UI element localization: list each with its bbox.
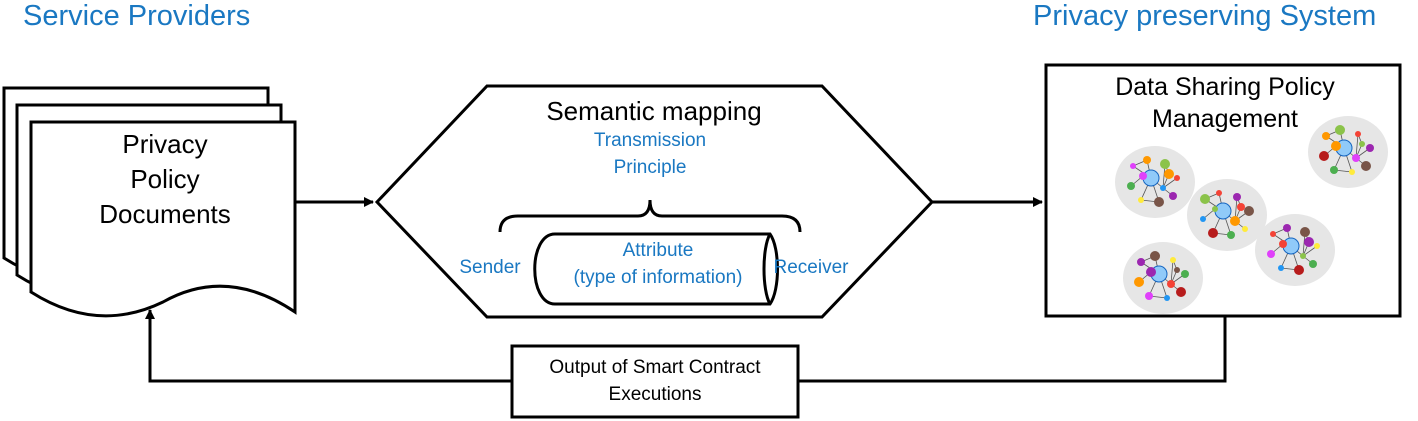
transmission-principle-line-2: Principle — [614, 157, 687, 178]
principle-brace — [498, 199, 802, 233]
cylinder-inner-curve — [762, 233, 772, 305]
network-graph-icon — [1123, 242, 1203, 314]
network-graph-icon — [1187, 179, 1267, 251]
document-sheet-front — [29, 120, 297, 318]
policy-management-title-line-1: Data Sharing Policy — [1115, 73, 1335, 101]
attribute-cylinder — [533, 232, 779, 306]
policy-management-title-line-2: Management — [1152, 105, 1298, 133]
sender-label: Sender — [459, 257, 521, 278]
attribute-line-1: Attribute — [623, 240, 694, 261]
documents-label-line-3: Documents — [99, 199, 231, 229]
smart-contract-output-line-2: Executions — [609, 384, 702, 405]
service-providers-heading: Service Providers — [23, 0, 251, 32]
smart-contract-output-line-1: Output of Smart Contract — [549, 357, 761, 378]
network-graph-cluster — [1115, 116, 1388, 314]
privacy-policy-documents: Privacy Policy Documents — [2, 86, 297, 318]
attribute-line-2: (type of information) — [574, 267, 743, 288]
semantic-mapping-title: Semantic mapping — [546, 96, 761, 126]
network-graph-icon — [1255, 214, 1335, 286]
network-graph-icon — [1308, 116, 1388, 188]
documents-label-line-1: Privacy — [122, 129, 207, 159]
semantic-mapping-hexagon: Semantic mapping Transmission Principle … — [374, 84, 935, 319]
smart-contract-output-box — [510, 344, 800, 419]
network-graph-icon — [1115, 146, 1195, 218]
documents-label-line-2: Policy — [130, 164, 199, 194]
hexagon-shape — [374, 84, 935, 319]
receiver-label: Receiver — [774, 257, 850, 278]
policy-management-box: Data Sharing Policy Management — [1044, 63, 1402, 318]
privacy-system-heading: Privacy preserving System — [1033, 0, 1377, 32]
transmission-principle-line-1: Transmission — [594, 130, 706, 151]
